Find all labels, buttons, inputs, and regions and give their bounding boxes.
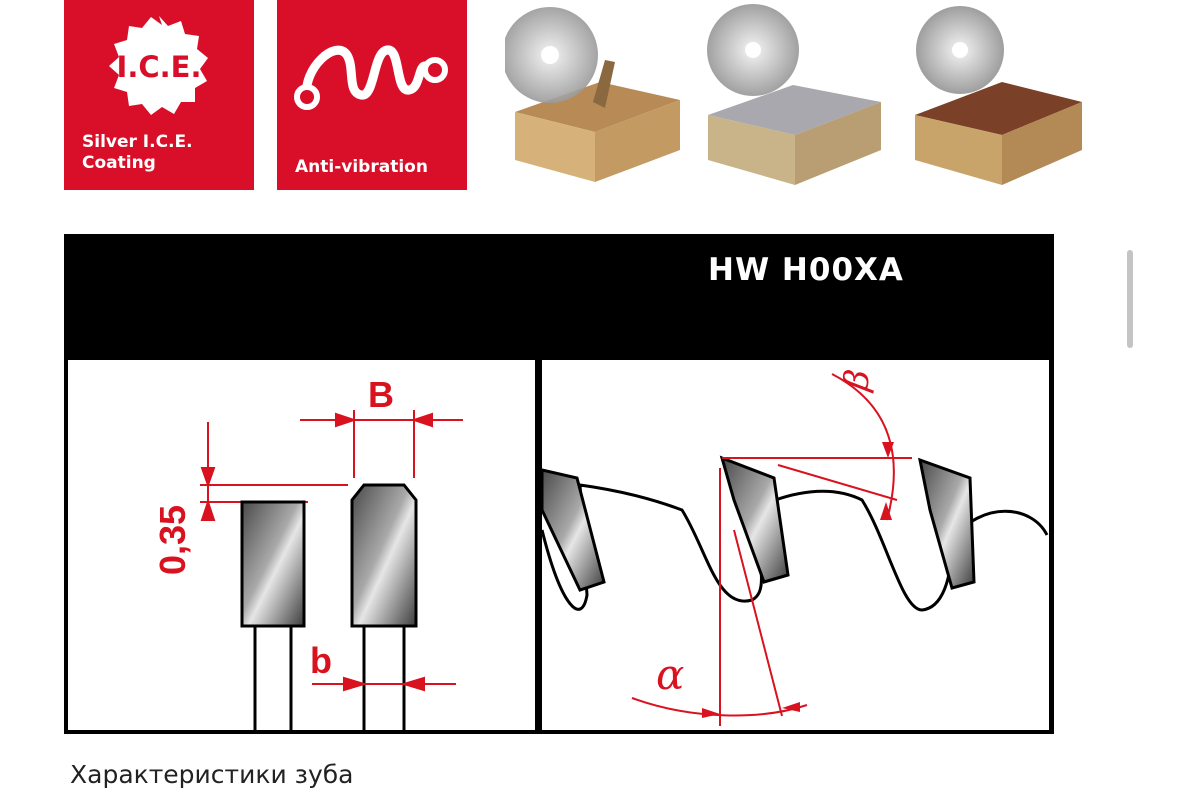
ice-coating-badge: I.C.E. Silver I.C.E. Coating	[64, 0, 254, 190]
label-alpha: α	[656, 650, 685, 699]
carbide-tip-1	[542, 468, 606, 592]
carbide-tip-3	[918, 457, 976, 590]
label-035: 0,35	[152, 504, 193, 575]
antivibration-icon	[294, 45, 448, 110]
tooth-back-profile	[240, 500, 306, 628]
antivibration-badge: Anti-vibration	[277, 0, 467, 190]
ice-badge-line1: Silver I.C.E.	[82, 132, 193, 152]
ice-badge-label: Silver I.C.E. Coating	[82, 132, 252, 174]
tooth-front-profile	[350, 483, 418, 628]
angle-arrowheads	[702, 442, 894, 718]
dimension-B-lines	[300, 410, 463, 478]
ice-badge-line2: Coating	[82, 153, 156, 173]
tooth-angles-panel: α β	[542, 360, 1049, 730]
ice-emblem-text: I.C.E.	[116, 50, 202, 84]
saw-cutting-laminated-board-icon	[703, 0, 883, 190]
carbide-tip-2	[719, 455, 790, 584]
dimension-b-lines	[312, 676, 456, 692]
tooth-characteristics-caption: Характеристики зуба	[70, 760, 354, 789]
vertical-scrollbar[interactable]	[1127, 250, 1133, 348]
tooth-cross-section-panel: B 0,35 b	[68, 360, 535, 730]
label-B: B	[368, 374, 394, 415]
label-b: b	[310, 640, 332, 681]
tooth-type-header: HW H00XA	[708, 252, 904, 288]
saw-cutting-veneered-board-icon	[910, 0, 1090, 190]
ice-emblem-icon	[109, 16, 208, 115]
saw-cutting-wood-icon	[502, 0, 685, 190]
antivibration-label: Anti-vibration	[295, 157, 428, 177]
blade-body-lines	[253, 626, 406, 730]
